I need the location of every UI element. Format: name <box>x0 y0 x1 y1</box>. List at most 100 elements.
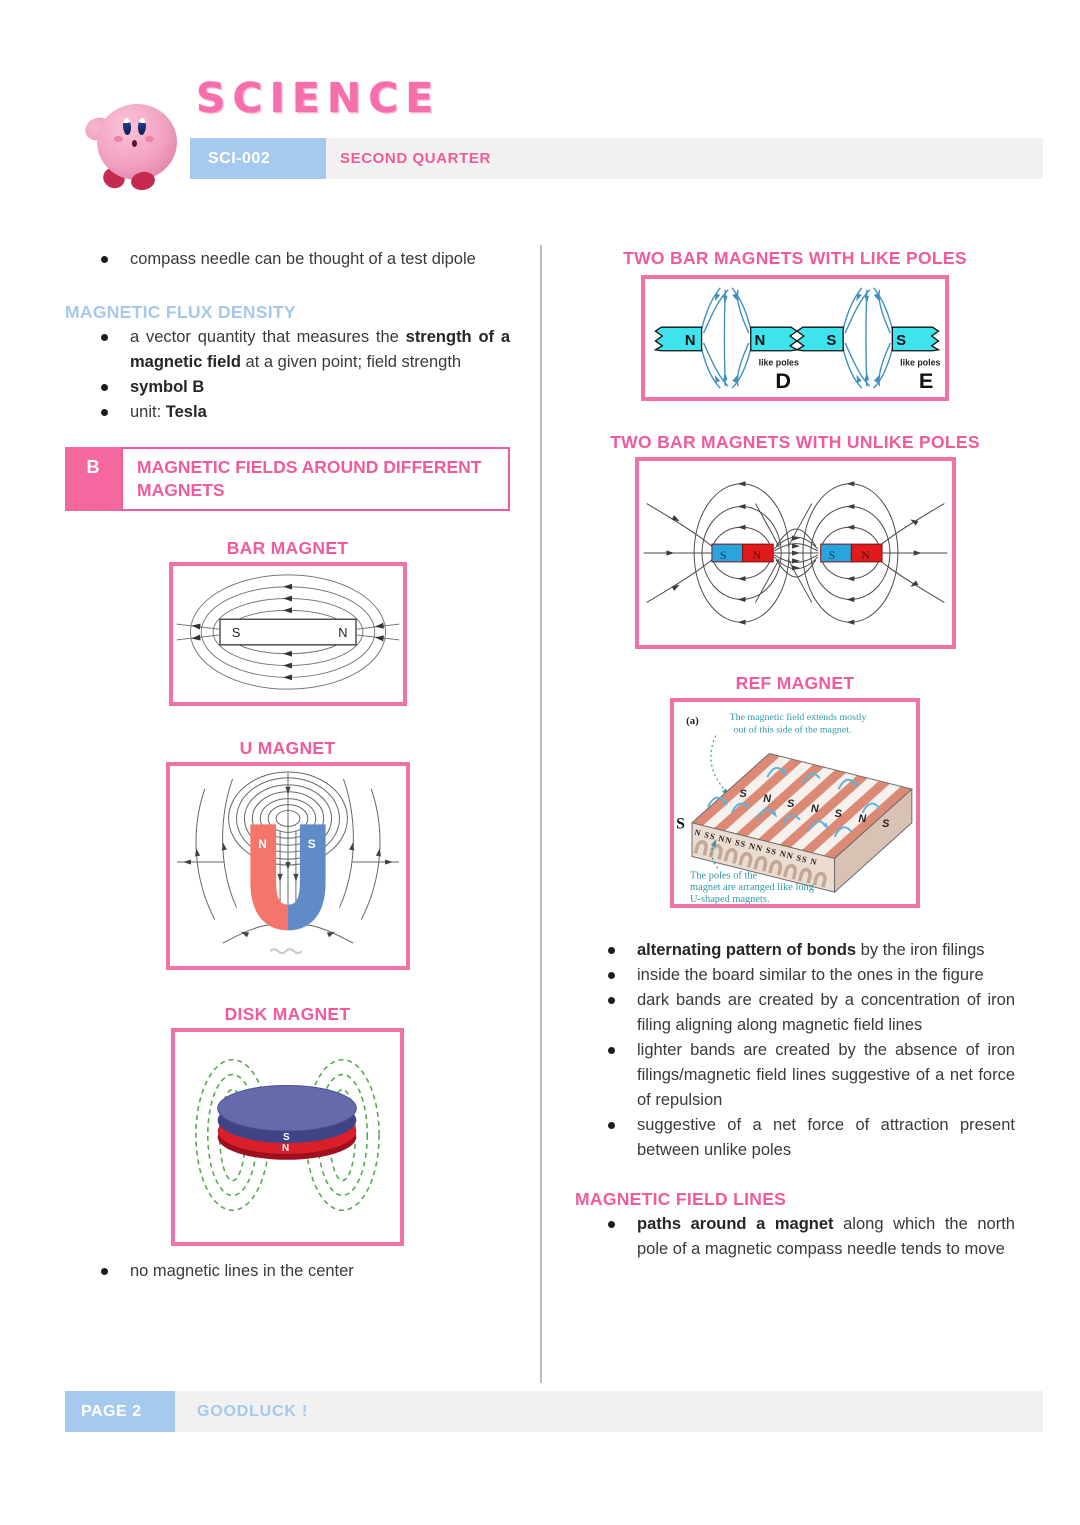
heading-magnetic-flux-density: MAGNETIC FLUX DENSITY <box>65 302 296 322</box>
heading-ref-magnet: REF MAGNET <box>735 673 855 693</box>
pole-label: S <box>719 548 726 562</box>
annotation-top-line1: The magnetic field extends mostly <box>730 712 867 723</box>
pole-label: N <box>861 548 870 562</box>
field-arrows <box>714 293 880 383</box>
like-poles-figure: N N S S like poles D like poles E <box>641 275 949 401</box>
svg-text:N: N <box>763 793 772 805</box>
header-bars: SCI-002 SECOND QUARTER <box>190 138 1043 179</box>
heading-u-magnet: U MAGNET <box>239 738 336 758</box>
unlike-poles-figure: S N S N <box>634 457 956 649</box>
page-footer: PAGE 2 GOODLUCK ! <box>65 1391 1043 1432</box>
quarter-label: SECOND QUARTER <box>326 138 1043 179</box>
svg-text:N: N <box>858 813 867 825</box>
ref-magnet-bullet-list: alternating pattern of bonds by the iron… <box>575 938 1015 1163</box>
right-column: TWO BAR MAGNETS WITH LIKE POLES <box>575 248 1015 1262</box>
subject-title: SCIENCE <box>196 74 441 122</box>
list-item: no magnetic lines in the center <box>65 1259 510 1284</box>
kirby-body <box>97 104 177 180</box>
figure-label: (a) <box>686 715 699 727</box>
slab-right-face <box>834 788 913 894</box>
caption-like-poles: like poles <box>900 358 940 368</box>
section-b-box: B MAGNETIC FIELDS AROUND DIFFERENT MAGNE… <box>65 447 510 511</box>
annotation-bottom-line1: The poles of the <box>690 870 758 881</box>
u-shaped-poles <box>693 840 827 888</box>
list-item: suggestive of a net force of attraction … <box>575 1113 1015 1163</box>
pole-label: N <box>752 548 761 562</box>
pole-label-n: N <box>338 625 347 640</box>
letter-e: E <box>919 368 933 393</box>
field-arrows <box>182 786 393 938</box>
like-poles-diagram: N N S S like poles D like poles E <box>653 287 941 393</box>
left-column: compass needle can be thought of a test … <box>65 240 510 1284</box>
course-code-badge: SCI-002 <box>190 138 326 179</box>
list-item: compass needle can be thought of a test … <box>65 247 510 272</box>
field-arrows <box>665 481 922 625</box>
annotation-bottom-line2: magnet are arranged like long <box>690 882 814 893</box>
kirby-mascot-illustration <box>81 92 193 194</box>
annotation-bottom-line3: U-shaped magnets. <box>690 894 770 904</box>
top-pole-letters: S N S N S N S <box>740 788 891 830</box>
u-magnet-figure: N S <box>165 762 410 970</box>
ref-magnet-diagram: (a) The magnetic field extends mostly ou… <box>676 712 913 904</box>
side-pole-letter: S <box>676 816 685 833</box>
list-item: symbol B <box>65 375 510 400</box>
intro-bullet-list: compass needle can be thought of a test … <box>65 247 510 272</box>
pole-label-n: N <box>282 1143 289 1154</box>
list-item: alternating pattern of bonds by the iron… <box>575 938 1015 963</box>
field-lines <box>700 287 893 389</box>
heading-disk-magnet: DISK MAGNET <box>224 1004 351 1024</box>
annotation-top-line2: out of this side of the magnet. <box>734 725 852 736</box>
pole-label-s: S <box>307 837 315 851</box>
disk-top-face <box>217 1085 357 1132</box>
svg-text:S: S <box>740 788 748 800</box>
svg-text:N: N <box>811 803 820 815</box>
page-number-badge: PAGE 2 <box>65 1391 175 1432</box>
list-item: a vector quantity that measures the stre… <box>65 325 510 375</box>
bar-magnet-figure: S N <box>168 562 407 706</box>
pole-label: N <box>685 333 696 349</box>
u-magnet-north-arm <box>249 824 289 931</box>
pole-label-s: S <box>231 625 240 640</box>
heading-unlike-poles: TWO BAR MAGNETS WITH UNLIKE POLES <box>610 432 980 452</box>
annotation-arrow <box>710 735 727 792</box>
pole-label: N <box>755 333 766 349</box>
heading-magnetic-field-lines: MAGNETIC FIELD LINES <box>575 1189 787 1209</box>
disk-magnet-diagram: S N <box>195 1058 380 1212</box>
pole-label: S <box>826 333 836 349</box>
field-hop-arcs <box>706 766 880 838</box>
pole-label: S <box>896 333 906 349</box>
u-magnet-south-arm <box>286 824 326 931</box>
u-magnet-diagram: N S <box>176 771 399 955</box>
section-b-title: MAGNETIC FIELDS AROUND DIFFERENT MAGNETS <box>121 447 510 511</box>
caption-like-poles: like poles <box>759 358 799 368</box>
cyan-magnets <box>653 326 941 352</box>
list-item: lighter bands are created by the absence… <box>575 1038 1015 1113</box>
pole-label: S <box>828 548 835 562</box>
svg-text:S: S <box>787 798 795 810</box>
section-letter-badge: B <box>65 447 121 511</box>
heading-like-poles: TWO BAR MAGNETS WITH LIKE POLES <box>623 248 967 268</box>
heading-bar-magnet: BAR MAGNET <box>226 538 349 558</box>
kirby-blush <box>114 136 123 142</box>
bar-magnets <box>710 543 883 563</box>
svg-text:S: S <box>882 818 890 830</box>
pole-label-n: N <box>258 837 267 851</box>
watermark <box>268 948 303 955</box>
kirby-mouth <box>132 140 137 147</box>
list-item: paths around a magnet along which the no… <box>575 1212 1015 1262</box>
bar-magnet-diagram: S N <box>176 574 399 690</box>
footer-message: GOODLUCK ! <box>175 1391 1043 1432</box>
svg-text:S: S <box>835 808 843 820</box>
letter-d: D <box>775 368 791 393</box>
list-item: dark bands are created by a concentratio… <box>575 988 1015 1038</box>
disk-note-list: no magnetic lines in the center <box>65 1259 510 1284</box>
stripe-pattern <box>692 753 912 859</box>
bar-magnet-body <box>218 618 357 646</box>
field-arrows <box>190 583 384 681</box>
flux-bullet-list: a vector quantity that measures the stre… <box>65 325 510 425</box>
field-hop-arrows <box>721 769 859 830</box>
column-divider <box>540 245 542 1383</box>
kirby-blush <box>145 136 154 142</box>
list-item: unit: Tesla <box>65 400 510 425</box>
